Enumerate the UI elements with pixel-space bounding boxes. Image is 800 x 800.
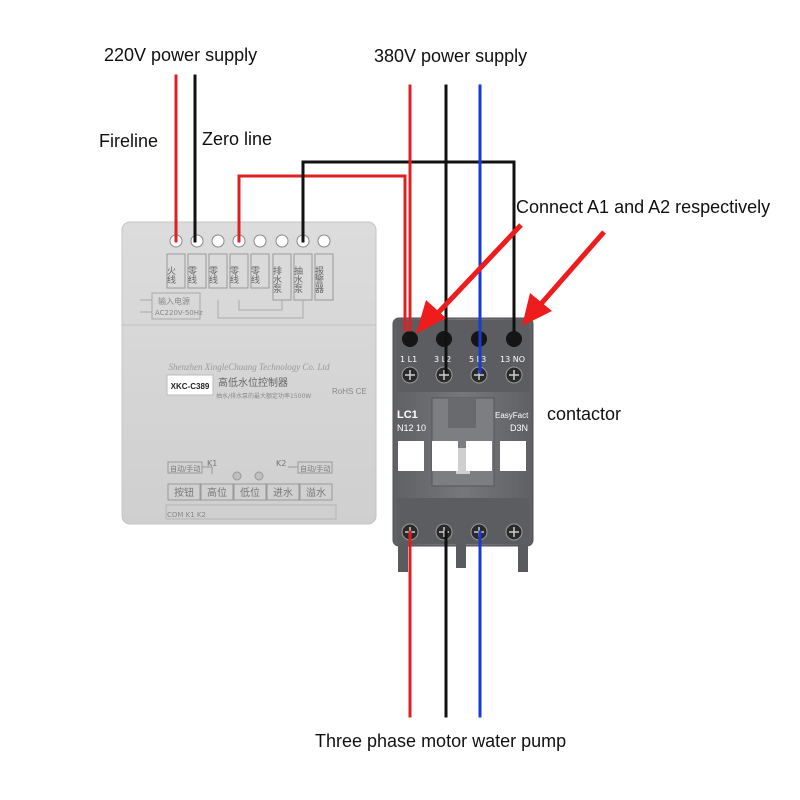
- contactor-window: [466, 441, 492, 471]
- contactor-bottom-term: 14 NO: [500, 548, 525, 557]
- terminal-label-box: [229, 253, 249, 289]
- bottom-label-box: [167, 483, 201, 501]
- bottom-terminal-label: 高位: [207, 486, 227, 499]
- controller-company: Shenzhen XingleChuang Technology Co. Ltd: [169, 362, 330, 372]
- bottom-terminal-codes: COM K1 K2: [167, 511, 206, 519]
- terminal-label-box: [208, 253, 228, 289]
- input-power-spec: AC220V-50Hz: [155, 309, 203, 317]
- contactor-window: [398, 441, 424, 471]
- contactor-top-term: 1 L1: [400, 355, 417, 364]
- controller-model: XKC-C389: [171, 382, 210, 391]
- bottom-terminal-label: 进水: [273, 487, 293, 499]
- screw-slots: [405, 370, 519, 380]
- contactor-terminal-hole: [402, 331, 418, 347]
- contactor-maker: EasyFact: [495, 411, 529, 420]
- input-power-box: [151, 292, 201, 320]
- contactor-brand: LC1: [397, 409, 418, 421]
- input-power-label: 输入电源: [158, 296, 190, 306]
- terminal-screw: [211, 234, 225, 248]
- bottom-label-box: [233, 483, 267, 501]
- terminal-label-box: [166, 253, 186, 289]
- mode-switch-trace: [202, 466, 298, 474]
- contactor-model-right: D3N: [510, 423, 528, 433]
- arrow-a1-head: [416, 300, 446, 334]
- label-connect-a1-a2: Connect A1 and A2 respectively: [516, 197, 770, 217]
- bottom-terminal-strip: [165, 504, 337, 520]
- controller-top-terminals: [169, 234, 331, 248]
- contactor-top-term: 3 L2: [434, 355, 451, 364]
- contactor-device: 1 L1 3 L2 5 L3 13 NO LC1 N12 10 EasyFact…: [392, 317, 534, 572]
- bottom-terminal-label: 低位: [240, 486, 260, 499]
- contactor-top-term: 13 NO: [500, 355, 525, 364]
- contactor-terminal-hole: [436, 331, 452, 347]
- k2-label: K2: [276, 459, 286, 468]
- label-380v-supply: 380V power supply: [374, 46, 527, 66]
- terminal-label: 零线: [186, 266, 197, 284]
- terminal-screw: [275, 234, 289, 248]
- terminal-label: 火线: [165, 266, 176, 284]
- contactor-bottom-term: 4 T2: [434, 548, 452, 557]
- contactor-bottom-term: 6 T3: [469, 548, 487, 557]
- label-220v-supply: 220V power supply: [104, 45, 257, 65]
- input-power-block: 输入电源 AC220V-50Hz: [140, 292, 203, 320]
- model-badge: [166, 374, 214, 396]
- controller-marks: RoHS CE: [332, 387, 367, 396]
- terminal-label-box: [314, 253, 334, 301]
- bottom-label-box: [200, 483, 234, 501]
- terminal-label: 零线: [207, 266, 218, 284]
- coil-wire-a1: [237, 174, 407, 332]
- contactor-foot: [398, 544, 408, 572]
- terminal-screw: [317, 234, 331, 248]
- contactor-slot: [448, 398, 476, 428]
- label-fireline: Fireline: [99, 131, 158, 151]
- bottom-terminal-label: 按钮: [174, 486, 194, 499]
- terminal-label: 报警器: [313, 265, 324, 293]
- terminal-label-box: [250, 253, 270, 289]
- k2-led: [254, 471, 264, 481]
- arrows: [416, 223, 606, 334]
- controller-top-labels: 火线 零线 零线 零线 零线 排水泵 抽水泵 报警器: [165, 253, 334, 319]
- arrow-a1-shaft: [434, 223, 523, 317]
- mode-switch-left-label: 自动/手动: [170, 464, 200, 473]
- controller-subtitle: 抽水/排水泵的最大额定功率1500W: [216, 392, 311, 400]
- terminal-bracket: [238, 300, 283, 311]
- contactor-window: [432, 441, 458, 471]
- contactor-top-term: 5 L3: [469, 355, 486, 364]
- controller-bottom-labels: 按钮 高位 低位 进水 溢水: [167, 483, 333, 501]
- terminal-label: 零线: [228, 266, 239, 284]
- terminal-label: 抽水泵: [292, 265, 303, 293]
- terminal-label-box: [187, 253, 207, 289]
- bottom-label-box: [299, 483, 333, 501]
- controller-indicators: K1 K2 自动/手动 自动/手动: [167, 459, 333, 481]
- terminal-screw: [190, 234, 204, 248]
- controller-title: 高低水位控制器: [218, 376, 288, 389]
- label-pump: Three phase motor water pump: [315, 731, 566, 751]
- k1-label: K1: [207, 459, 217, 468]
- wires: [174, 74, 516, 718]
- bottom-terminal-label: 溢水: [306, 486, 326, 499]
- contactor-foot: [456, 544, 466, 568]
- bottom-label-box: [266, 483, 300, 501]
- arrow-a2-shaft: [538, 230, 606, 307]
- contactor-foot: [518, 544, 528, 572]
- water-level-controller: 火线 零线 零线 零线 零线 排水泵 抽水泵 报警器 输入电源 AC220V-5…: [121, 221, 377, 525]
- terminal-label: 排水泵: [271, 265, 282, 293]
- terminal-bracket: [217, 300, 304, 319]
- arrow-a2-head: [522, 293, 552, 326]
- terminal-label: 零线: [249, 266, 260, 284]
- terminal-screw: [253, 234, 267, 248]
- label-zero-line: Zero line: [202, 129, 272, 149]
- mode-switch-right-label: 自动/手动: [300, 464, 330, 473]
- contactor-model-left: N12 10: [397, 423, 426, 433]
- contactor-terminal-hole: [506, 331, 522, 347]
- k1-led: [232, 471, 242, 481]
- contactor-window: [500, 441, 526, 471]
- label-contactor: contactor: [547, 404, 621, 424]
